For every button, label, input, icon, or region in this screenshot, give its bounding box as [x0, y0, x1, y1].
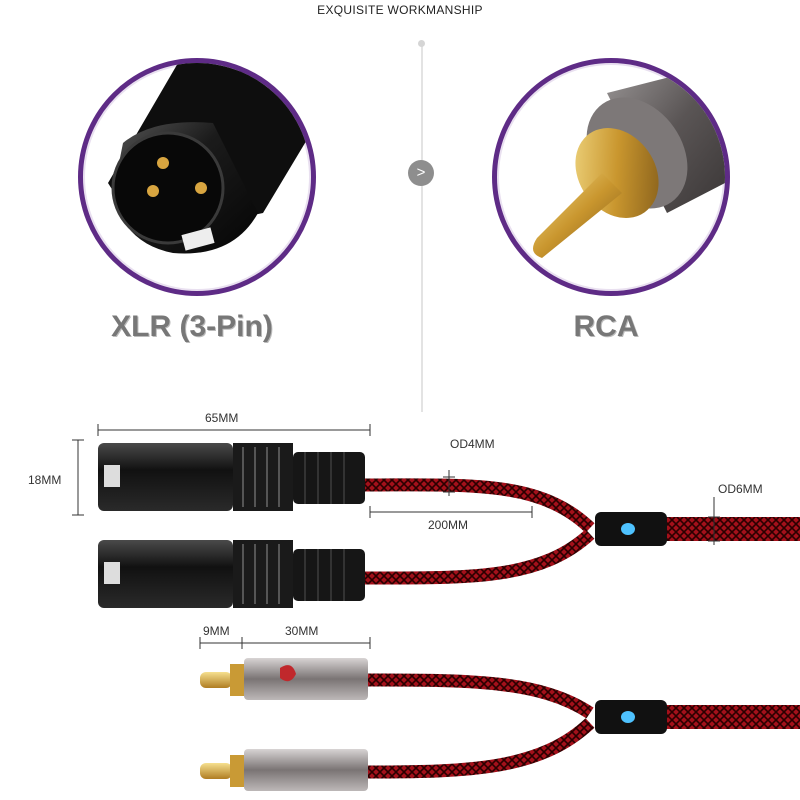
xlr-connector-top	[98, 443, 365, 511]
main-cable-xlr	[660, 517, 800, 541]
divider-dot	[418, 40, 425, 47]
rca-connector-bottom	[200, 749, 368, 791]
dim-xlr-diameter: 18MM	[28, 473, 62, 487]
rca-closeup-image	[492, 58, 730, 296]
xlr-plug-icon	[108, 63, 311, 254]
rca-splitter-light	[621, 711, 635, 723]
xlr-splitter-light	[621, 523, 635, 535]
dim-split-length: 200MM	[428, 518, 469, 532]
dim-rca-tip: 9MM	[203, 624, 230, 638]
vertical-divider	[421, 42, 423, 412]
dim-rca-body: 30MM	[285, 624, 319, 638]
rca-connector-top	[200, 658, 368, 700]
rca-cable-bottom	[364, 718, 595, 779]
xlr-closeup-image	[78, 58, 316, 296]
chevron-right-icon: >	[408, 160, 434, 186]
xlr-cable-top	[364, 478, 595, 533]
main-cable-rca	[660, 705, 800, 729]
dim-cable-od-main: OD6MM	[718, 482, 763, 496]
xlr-cable-bottom	[364, 529, 595, 585]
xlr-connector-bottom	[98, 540, 365, 608]
rca-label: RCA	[573, 310, 639, 343]
dim-cable-od-thin: OD4MM	[450, 437, 495, 451]
rca-cable-top	[364, 673, 594, 719]
page-title: EXQUISITE WORKMANSHIP	[317, 3, 483, 17]
dimension-lines	[72, 424, 720, 649]
dim-xlr-length: 65MM	[205, 411, 239, 425]
rca-plug-icon	[533, 63, 725, 258]
xlr-label: XLR (3-Pin)	[111, 310, 273, 343]
